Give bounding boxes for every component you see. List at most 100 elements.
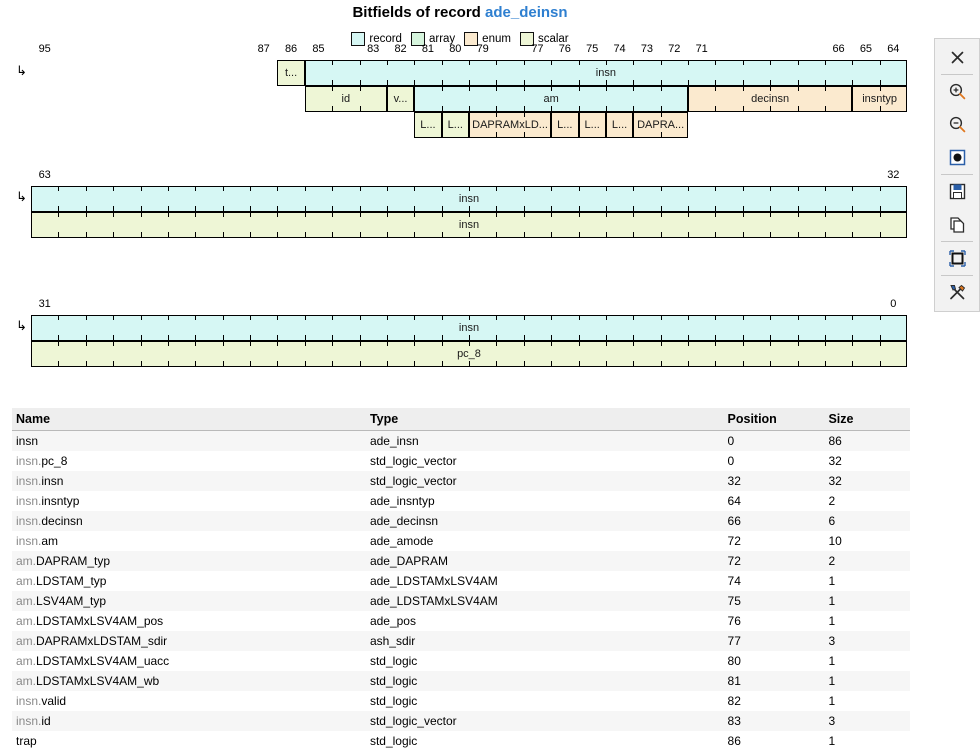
bit-gridline: [86, 335, 87, 340]
bit-gridline: [579, 361, 580, 366]
bit-gridline: [195, 361, 196, 366]
bit-gridline: [141, 315, 142, 320]
bit-gridline: [58, 315, 59, 320]
bit-gridline: [524, 132, 525, 137]
cell-position: 0: [724, 451, 825, 471]
bit-gridline: [414, 60, 415, 65]
bitfield-cell[interactable]: t...: [277, 60, 304, 86]
bit-tick-label: 74: [613, 42, 625, 56]
bit-gridline: [223, 232, 224, 237]
fit-to-window-icon[interactable]: [936, 242, 978, 275]
bit-gridline: [332, 106, 333, 111]
bit-gridline: [332, 335, 333, 340]
zoom-reset-icon[interactable]: [936, 141, 978, 174]
bit-gridline: [551, 206, 552, 211]
column-header-size[interactable]: Size: [824, 408, 910, 431]
bit-gridline: [496, 212, 497, 217]
bit-gridline: [743, 106, 744, 111]
bit-gridline: [880, 186, 881, 191]
cell-name: am.LDSTAMxLSV4AM_pos: [12, 611, 366, 631]
bitfield-cell[interactable]: id: [305, 86, 387, 112]
name-leaf: id: [41, 714, 50, 728]
copy-icon[interactable]: [936, 208, 978, 241]
bitfield-cell[interactable]: L...: [551, 112, 578, 138]
bit-gridline: [715, 206, 716, 211]
bitfield-cell[interactable]: L...: [606, 112, 633, 138]
name-leaf: valid: [41, 694, 66, 708]
bit-gridline: [113, 186, 114, 191]
cell-type: ade_pos: [366, 611, 724, 631]
bit-gridline: [880, 315, 881, 320]
bit-gridline: [332, 232, 333, 237]
bit-gridline: [825, 106, 826, 111]
cell-name: trap: [12, 731, 366, 751]
name-prefix: insn.: [16, 514, 41, 528]
bit-tick-label: 86: [285, 42, 297, 56]
bitfield-cell[interactable]: L...: [579, 112, 606, 138]
name-prefix: am.: [16, 574, 36, 588]
bit-gridline: [414, 232, 415, 237]
bit-gridline: [86, 212, 87, 217]
cell-type: std_logic_vector: [366, 451, 724, 471]
bit-gridline: [661, 341, 662, 346]
bit-gridline: [387, 341, 388, 346]
column-header-name[interactable]: Name: [12, 408, 366, 431]
column-header-position[interactable]: Position: [724, 408, 825, 431]
bit-gridline: [168, 335, 169, 340]
bitfield-cell[interactable]: v...: [387, 86, 414, 112]
bit-gridline: [305, 361, 306, 366]
cell-type: std_logic: [366, 651, 724, 671]
bit-gridline: [496, 335, 497, 340]
bitfield-cell[interactable]: L...: [414, 112, 441, 138]
cell-name: insn.insntyp: [12, 491, 366, 511]
cell-type: ade_DAPRAM: [366, 551, 724, 571]
cell-size: 1: [824, 651, 910, 671]
cell-size: 1: [824, 591, 910, 611]
cell-name: am.LDSTAMxLSV4AM_uacc: [12, 651, 366, 671]
bit-gridline: [414, 206, 415, 211]
bit-gridline: [880, 335, 881, 340]
bit-gridline: [715, 106, 716, 111]
bit-gridline: [469, 80, 470, 85]
bit-gridline: [86, 206, 87, 211]
bit-gridline: [469, 186, 470, 191]
bit-gridline: [250, 186, 251, 191]
column-header-type[interactable]: Type: [366, 408, 724, 431]
name-leaf: insntyp: [41, 494, 79, 508]
tools-icon[interactable]: [936, 276, 978, 309]
zoom-out-icon[interactable]: [936, 108, 978, 141]
bitfield-cell[interactable]: L...: [442, 112, 469, 138]
cell-size: 1: [824, 691, 910, 711]
bit-gridline: [496, 315, 497, 320]
bit-gridline: [551, 315, 552, 320]
bitfield-cell[interactable]: DAPRAMxLD...: [469, 112, 551, 138]
cell-position: 76: [724, 611, 825, 631]
bit-gridline: [332, 212, 333, 217]
bit-gridline: [524, 361, 525, 366]
save-icon[interactable]: [936, 175, 978, 208]
bit-gridline: [715, 315, 716, 320]
bit-gridline: [798, 206, 799, 211]
bit-gridline: [715, 86, 716, 91]
zoom-in-icon[interactable]: [936, 75, 978, 108]
bit-gridline: [633, 186, 634, 191]
bit-gridline: [195, 232, 196, 237]
close-icon[interactable]: [936, 41, 978, 74]
cell-position: 86: [724, 731, 825, 751]
